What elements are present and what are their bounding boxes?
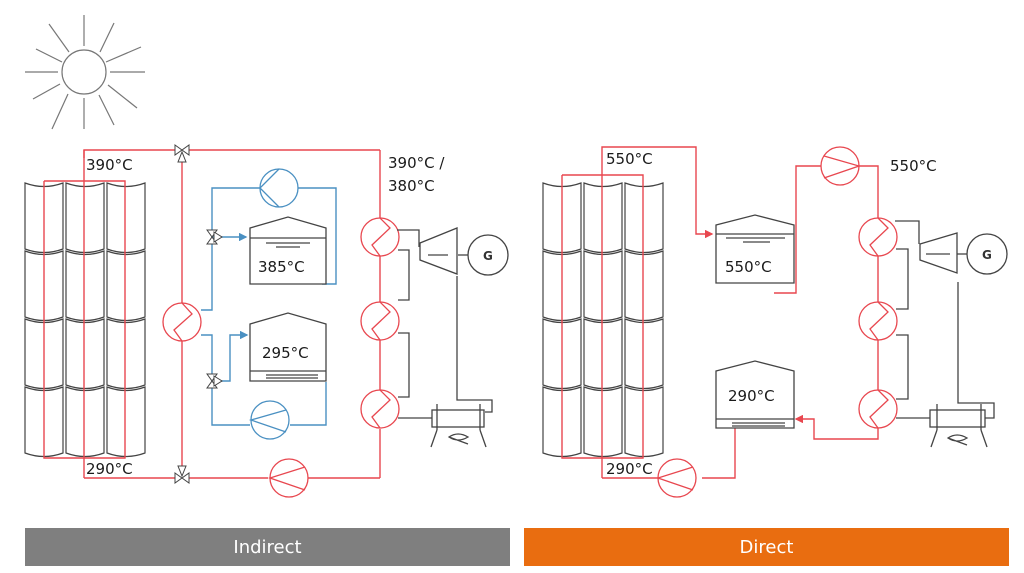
indirect-solar-field [24, 182, 146, 458]
collector-panel [583, 182, 623, 254]
collector-panel [65, 250, 105, 322]
sun-icon [25, 15, 145, 130]
collector-panel [106, 182, 146, 254]
direct-steam-temp: 550°C [890, 157, 937, 175]
collector-panel [24, 386, 64, 458]
valve-icon [174, 465, 190, 484]
collector-panel [583, 386, 623, 458]
collector-panel [106, 250, 146, 322]
collector-panel [542, 250, 582, 322]
collector-panel [624, 250, 664, 322]
pump-icon [820, 146, 862, 186]
collector-panel [106, 318, 146, 390]
collector-panel [24, 250, 64, 322]
direct-solar-field [542, 182, 664, 458]
cold-storage-tank [715, 360, 795, 429]
collector-panel [583, 250, 623, 322]
cold-tank-temp-label: 295°C [262, 344, 309, 362]
cold-storage-tank [249, 312, 327, 382]
generator-label: G [483, 249, 493, 263]
indirect-label: Indirect [233, 536, 302, 558]
collector-panel [624, 318, 664, 390]
collector-panel [106, 386, 146, 458]
hot-tank-temp-label: 385°C [258, 258, 305, 276]
collector-panel [624, 386, 664, 458]
pump-icon [259, 168, 299, 208]
indirect-htf-loop [43, 149, 381, 479]
collector-panel [65, 318, 105, 390]
collector-outlet-temp: 390°C [86, 156, 133, 174]
generator-label: G [982, 248, 992, 262]
valve-icon [206, 229, 223, 245]
collector-panel [24, 182, 64, 254]
direct-power-block: G [858, 217, 1008, 448]
collector-panel [65, 182, 105, 254]
collector-panel [583, 318, 623, 390]
pump-icon [267, 458, 309, 498]
collector-panel [624, 182, 664, 254]
direct-collector-outlet-temp: 550°C [606, 150, 653, 168]
collector-panel [542, 318, 582, 390]
direct-collector-inlet-temp: 290°C [606, 460, 653, 478]
steam-temp-line2: 380°C [388, 177, 435, 195]
indirect-label-bar: Indirect [25, 528, 510, 566]
indirect-power-block: G [360, 217, 509, 448]
hot-storage-tank [715, 214, 795, 284]
direct-label: Direct [739, 536, 794, 558]
hot-storage-tank [249, 216, 327, 285]
collector-panel [542, 182, 582, 254]
direct-hot-tank-temp: 550°C [725, 258, 772, 276]
pump-icon [248, 400, 290, 440]
heat-exchanger-icon [162, 302, 202, 342]
collector-panel [24, 318, 64, 390]
pump-icon [655, 458, 697, 498]
valve-icon [174, 144, 190, 163]
direct-cold-tank-temp: 290°C [728, 387, 775, 405]
collector-inlet-temp: 290°C [86, 460, 133, 478]
direct-label-bar: Direct [524, 528, 1009, 566]
direct-salt-loop [561, 146, 879, 479]
steam-temp-line1: 390°C / [388, 154, 445, 172]
valve-icon [206, 373, 223, 389]
collector-panel [65, 386, 105, 458]
collector-panel [542, 386, 582, 458]
